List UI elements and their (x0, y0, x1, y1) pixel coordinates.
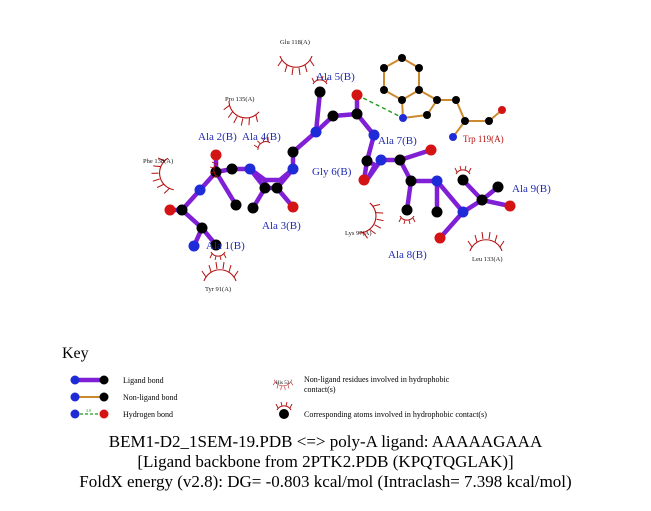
trp119-label: Trp 119(A) (463, 134, 504, 144)
leu133-label: Leu 133(A) (472, 256, 503, 263)
hydrogen-bond (356, 94, 404, 119)
atom-hydrophobic-icon (209, 251, 227, 261)
glu118-label: Glu 118(A) (280, 39, 310, 46)
caption: BEM1-D2_1SEM-19.PDB <=> poly-A ligand: A… (0, 432, 651, 492)
atom-hydrophobic-icon (398, 215, 416, 225)
svg-text:Non-ligand bond: Non-ligand bond (123, 393, 177, 402)
tyr91-label: Tyr 91(A) (205, 286, 231, 293)
ala5-label: Ala 5(B) (316, 71, 355, 83)
ala3-label: Ala 3(B) (262, 220, 301, 232)
pro135-hydrophobic-icon (220, 99, 262, 131)
legend-hydrophobic-residue: His 53 Non-ligand residues involved in h… (272, 375, 450, 394)
svg-text:contact(s): contact(s) (304, 385, 336, 394)
ala1-label: Ala 1(B) (206, 240, 245, 252)
svg-text:Ligand bond: Ligand bond (123, 376, 164, 385)
caption-line3: FoldX energy (v2.8): DG= -0.803 kcal/mol… (79, 472, 572, 491)
legend: Key Ligand bond Non-ligand bond 3.0 Hydr… (62, 345, 487, 419)
legend-hydrophobic-atoms: Corresponding atoms involved in hydropho… (275, 401, 487, 419)
legend-hydrogen-bond: 3.0 Hydrogen bond (70, 408, 173, 419)
ala2-label: Ala 2(B) (198, 131, 237, 143)
gly6-label: Gly 6(B) (312, 166, 352, 178)
key-title: Key (62, 345, 89, 362)
svg-text:Corresponding atoms involved i: Corresponding atoms involved in hydropho… (304, 410, 487, 419)
caption-line1: BEM1-D2_1SEM-19.PDB <=> poly-A ligand: A… (108, 432, 543, 451)
atoms (164, 54, 516, 252)
tyr91-hydrophobic-icon (201, 261, 239, 282)
legend-ligand-bond: Ligand bond (70, 375, 164, 385)
phe138-label: Phe 138(A) (143, 158, 173, 165)
svg-text:Non-ligand residues involved i: Non-ligand residues involved in hydropho… (304, 375, 450, 384)
ala9-label: Ala 9(B) (512, 183, 551, 195)
ala4-label: Ala 4(B) (242, 131, 281, 143)
ala7-label: Ala 7(B) (378, 135, 417, 147)
ligplot-diagram: Ala 5(B) Ala 2(B) Ala 4(B) Ala 7(B) Gly … (143, 39, 551, 293)
legend-nonligand-bond: Non-ligand bond (70, 392, 177, 402)
svg-text:His 53: His 53 (276, 381, 290, 386)
svg-text:3.0: 3.0 (86, 408, 91, 413)
glu118-hydrophobic-icon (277, 55, 315, 76)
pro135-label: Pro 135(A) (225, 96, 254, 103)
svg-text:Hydrogen bond: Hydrogen bond (123, 410, 173, 419)
caption-line2: [Ligand backbone from 2PTK2.PDB (KPQTQGL… (137, 452, 514, 471)
leu133-hydrophobic-icon (467, 231, 505, 252)
atom-hydrophobic-icon (454, 165, 472, 175)
lys97-label: Lys 97(A) (345, 230, 372, 237)
ala8-label: Ala 8(B) (388, 249, 427, 261)
